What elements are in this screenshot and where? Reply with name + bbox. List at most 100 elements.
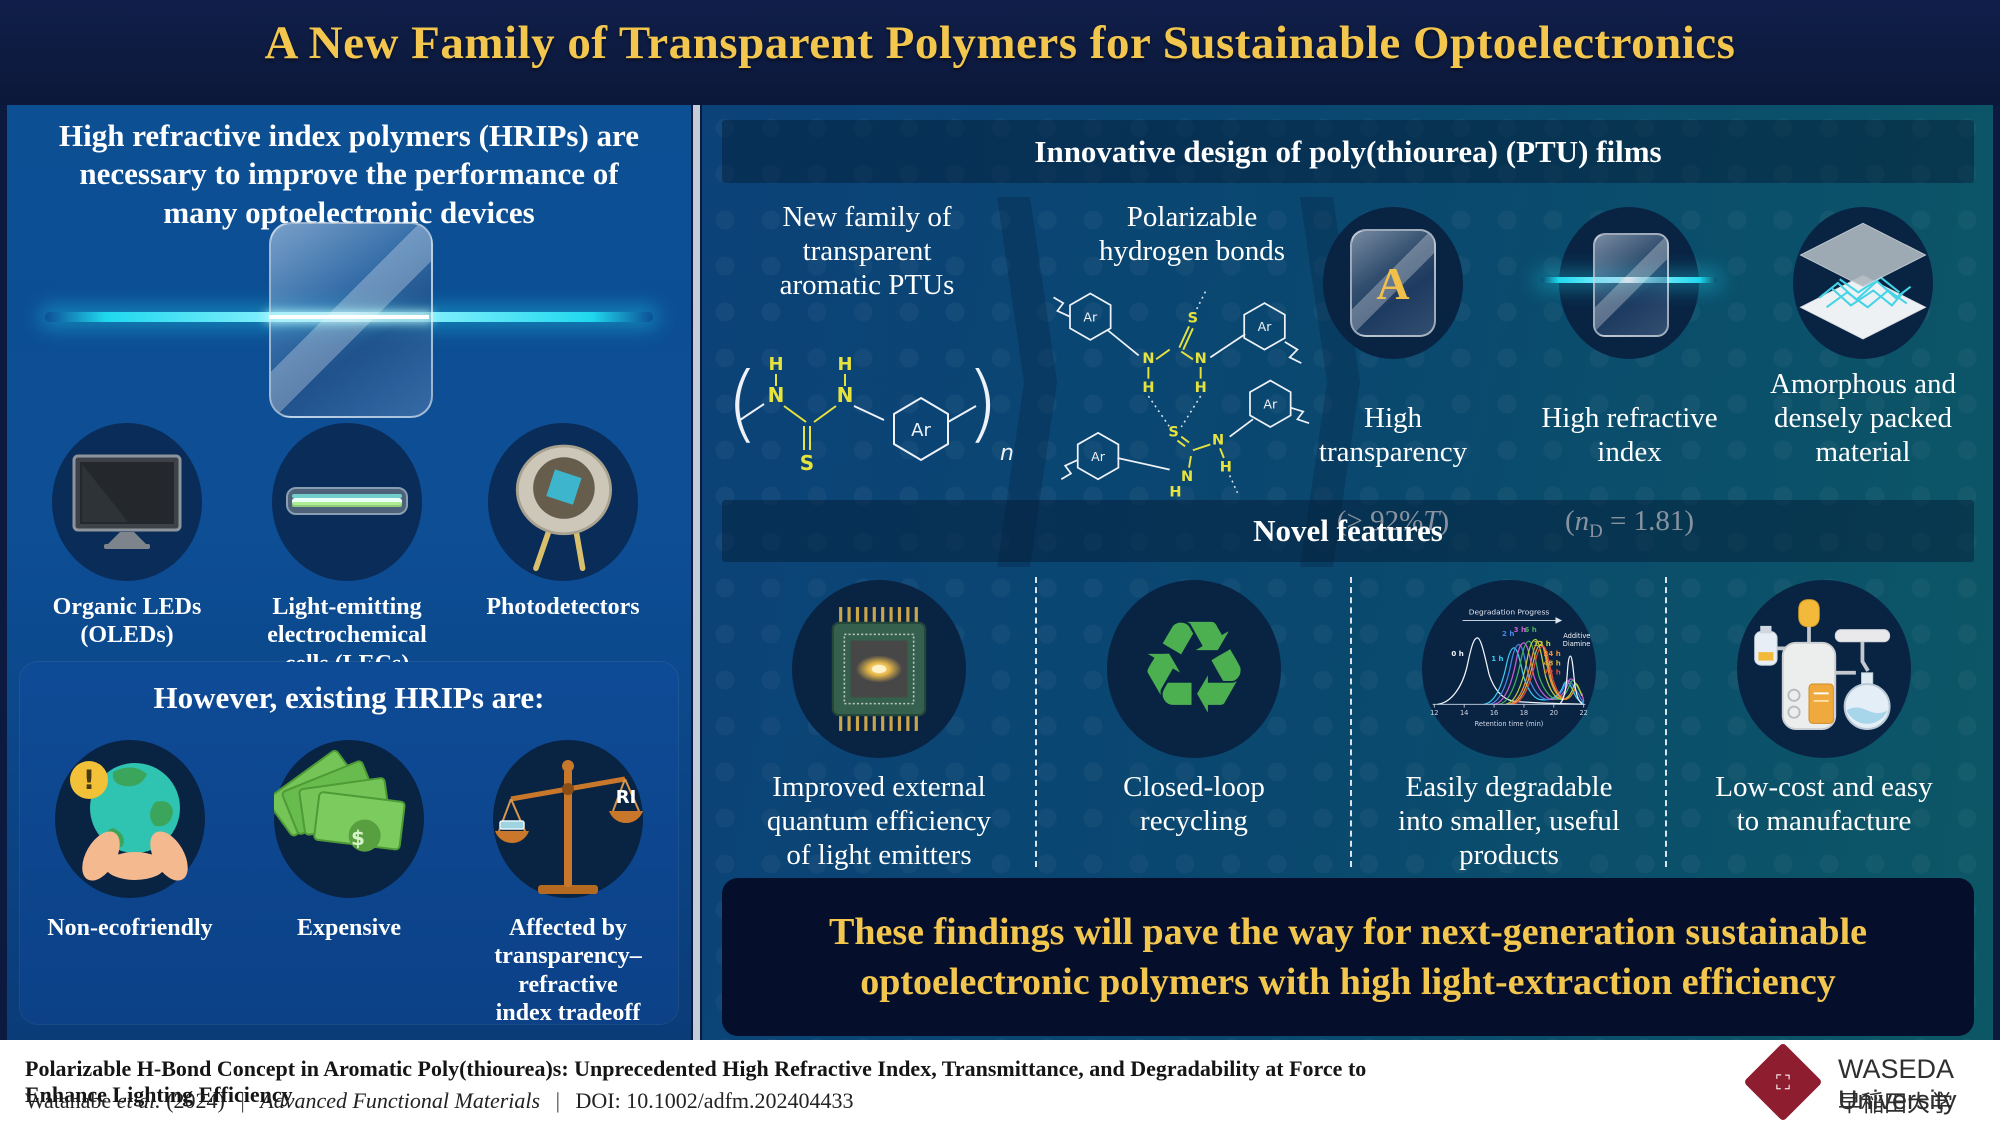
reactor-equipment-icon <box>1754 599 1891 730</box>
s-atom: S <box>800 451 814 475</box>
nonecofriendly-oval: ! <box>55 740 205 898</box>
et-al: et al. <box>116 1088 161 1113</box>
repeat-subscript: n <box>1000 441 1014 466</box>
n-atom: N <box>768 383 785 407</box>
problem-label: Expensive <box>296 915 401 941</box>
beam-slab-illustration <box>7 220 691 420</box>
problem-panel: However, existing HRIPs are: ! <box>20 662 678 1026</box>
dashed-separator <box>1035 577 1037 867</box>
beam-core <box>269 315 429 319</box>
separator: | <box>555 1088 560 1113</box>
svg-text:48 h: 48 h <box>1544 658 1561 667</box>
h-atom: H <box>837 354 852 375</box>
transparency-oval: A <box>1323 207 1463 359</box>
transparency-label: High transparency <box>1318 402 1468 469</box>
svg-text:14: 14 <box>1460 709 1468 717</box>
h-atom: H <box>1142 380 1154 396</box>
refractive-index-label: High refractive index <box>1541 402 1718 469</box>
conclusion-text: These findings will pave the way for nex… <box>828 910 1867 1003</box>
year: (2024) <box>166 1088 225 1113</box>
ar-group: Ar <box>1083 310 1098 325</box>
dashed-separator <box>1350 577 1352 867</box>
degradation-chart-icon: Degradation Progress 0 h <box>1430 608 1591 728</box>
svg-text:Additive: Additive <box>1563 632 1590 640</box>
svg-text:12: 12 <box>1430 709 1438 717</box>
n-atom: N <box>1181 469 1193 485</box>
feature-label: Closed-loop recycling <box>1123 771 1265 838</box>
svg-text:0 h: 0 h <box>1451 649 1463 658</box>
h-atom: H <box>1220 460 1232 476</box>
svg-text:2 h: 2 h <box>1502 629 1514 638</box>
t-italic: T <box>1423 504 1440 537</box>
design-caption: New family of transparent aromatic PTUs <box>779 201 955 302</box>
svg-text:20: 20 <box>1550 709 1558 717</box>
chip-oval <box>792 580 966 758</box>
photodetector-oval <box>488 423 638 581</box>
film-beam-icon <box>1541 207 1717 359</box>
university-name-jp: 早稲田大学 <box>1838 1091 1953 1117</box>
chip-light-emitter-icon <box>831 607 927 731</box>
feature-label: Easily degradable into smaller, useful p… <box>1398 771 1620 872</box>
n-atom: N <box>1212 432 1224 448</box>
s-atom: S <box>1188 311 1198 327</box>
right-panel: Innovative design of poly(thiourea) (PTU… <box>702 105 1993 1040</box>
bracket-open: ( <box>726 354 759 452</box>
hydrogen-bond-network-structure: Ar Ar Ar Ar N N H H S S N H <box>1053 289 1310 500</box>
n-atom: N <box>1142 351 1154 367</box>
ar-group: Ar <box>1258 319 1273 334</box>
n-atom: N <box>1195 351 1207 367</box>
design-caption: High transparency (> 92%T) <box>1318 402 1468 537</box>
photodiode-icon <box>515 444 612 572</box>
recycle-icon: ♻ <box>1136 594 1252 743</box>
n-atom: N <box>837 383 854 407</box>
refractive-index-oval <box>1541 207 1717 359</box>
lec-oval <box>272 423 422 581</box>
conclusion-box: These findings will pave the way for nex… <box>722 878 1974 1036</box>
paper-title: Polarizable H-Bond Concept in Aromatic P… <box>25 1056 1367 1107</box>
waseda-emblem-icon: ⛶ <box>1743 1042 1823 1122</box>
device-label: Organic LEDs (OLEDs) <box>52 594 202 649</box>
ri-label: RI <box>616 787 637 808</box>
bracket-close: ) <box>966 354 999 452</box>
features-section-band: Novel features <box>722 500 1974 562</box>
transparency-value: (> 92% <box>1336 504 1424 537</box>
dashed-separator <box>1665 577 1667 867</box>
oled-monitor-icon <box>72 454 182 549</box>
design-caption: Amorphous and densely packed material <box>1769 368 1957 469</box>
svg-text:Diamine: Diamine <box>1563 640 1591 648</box>
svg-text:22: 22 <box>1579 709 1587 717</box>
journal-name: Advanced Functional Materials <box>260 1088 541 1113</box>
ri-value: ( <box>1564 504 1575 537</box>
university-name: WASEDA University <box>1838 1054 1957 1115</box>
svg-text:72 h: 72 h <box>1544 667 1561 676</box>
left-heading: High refractive index polymers (HRIPs) a… <box>59 118 639 230</box>
problem-label: Non-ecofriendly <box>47 915 213 941</box>
transparent-film-letter-icon: A <box>1350 229 1436 337</box>
s-atom: S <box>1168 425 1178 441</box>
column-divider <box>693 105 700 1040</box>
separator: | <box>240 1088 245 1113</box>
amorphous-oval <box>1793 207 1933 359</box>
poster-title: A New Family of Transparent Polymers for… <box>264 17 1736 69</box>
citation-line: Watanabe et al. (2024) | Advanced Functi… <box>25 1088 854 1114</box>
glowing-tube-icon <box>286 487 408 515</box>
letter-a: A <box>1376 257 1410 309</box>
design-heading: Innovative design of poly(thiourea) (PTU… <box>1034 133 1662 169</box>
design-section-band: Innovative design of poly(thiourea) (PTU… <box>722 120 1974 183</box>
balance-scale-icon: RI <box>495 760 643 894</box>
h-atom: H <box>1195 380 1207 396</box>
money-bills-icon: $ <box>274 749 406 852</box>
ar-group: Ar <box>1091 449 1106 464</box>
chart-title: Degradation Progress <box>1469 608 1550 617</box>
recycle-oval: ♻ <box>1107 580 1281 758</box>
design-caption: Polarizable hydrogen bonds <box>1098 201 1286 268</box>
amorphous-stack-icon <box>1799 222 1927 340</box>
svg-text:12 h: 12 h <box>1534 639 1551 648</box>
ar-group: Ar <box>911 420 931 441</box>
dollar-glyph: $ <box>351 826 365 850</box>
chart-xlabel: Retention time (min) <box>1475 720 1544 728</box>
h-atom: H <box>768 354 783 375</box>
polymer-slab <box>269 222 433 418</box>
doi: DOI: 10.1002/adfm.202404433 <box>575 1088 854 1113</box>
